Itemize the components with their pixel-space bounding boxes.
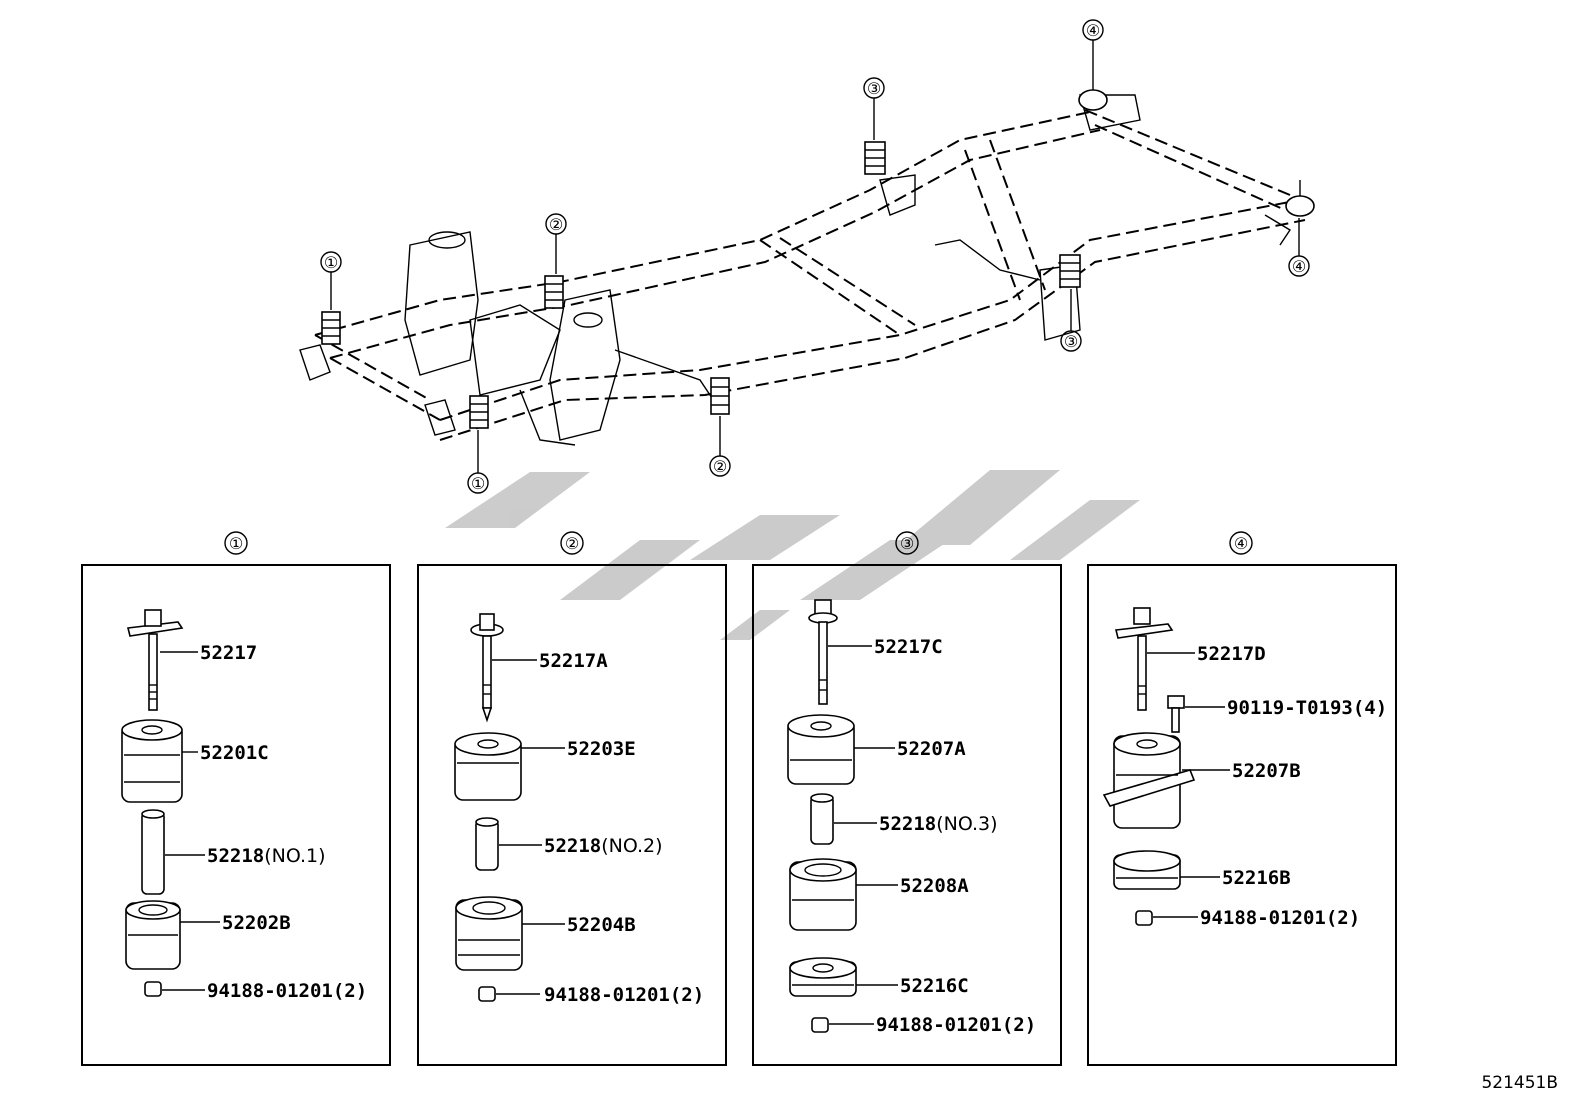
part-label: 52208A: [900, 875, 969, 897]
mount-1a: [321, 311, 341, 345]
part-label: 94188-01201(2): [544, 984, 704, 1006]
part-label: 52216B: [1222, 867, 1291, 889]
part-label: 52218(NO.3): [879, 813, 998, 835]
part-label: 52207B: [1232, 760, 1301, 782]
part-label: 52217D: [1197, 643, 1266, 665]
frame-callout-1a: ①: [324, 253, 338, 272]
group-3-parts: [787, 599, 898, 1033]
mount-4b: [1285, 180, 1315, 217]
part-label: 52207A: [897, 738, 966, 760]
part-label: 52218(NO.2): [544, 835, 663, 857]
group-1-number: ①: [229, 534, 243, 553]
group-2-box: [417, 564, 727, 1066]
part-label: 52217C: [874, 636, 943, 658]
part-label: 52217: [200, 642, 257, 664]
frame-callout-2a: ②: [549, 215, 563, 234]
part-label: 52202B: [222, 912, 291, 934]
group-4-parts: [1102, 607, 1230, 926]
part-label: 52201C: [200, 742, 269, 764]
watermark-logo: [445, 470, 1140, 640]
mount-3b: [1059, 254, 1081, 288]
frame-callout-4a: ④: [1086, 21, 1100, 40]
part-label: 94188-01201(2): [1200, 907, 1360, 929]
mount-4a: [1078, 72, 1108, 111]
frame-callout-4b: ④: [1292, 257, 1306, 276]
frame-callout-3a: ③: [867, 79, 881, 98]
group-2-parts: [454, 613, 565, 1002]
mount-2b: [710, 377, 730, 415]
frame-callout-1b: ①: [471, 474, 485, 493]
part-label: 90119-T0193(4): [1227, 697, 1387, 719]
group-4-box: [1087, 564, 1397, 1066]
frame-callout-2b: ②: [713, 457, 727, 476]
part-label: 52204B: [567, 914, 636, 936]
frame-mounts: [321, 72, 1315, 429]
group-4-number: ④: [1234, 534, 1248, 553]
group-1-parts: [121, 609, 220, 997]
group-1-box: [81, 564, 391, 1066]
part-label: 94188-01201(2): [876, 1014, 1036, 1036]
chassis-frame: [299, 94, 1306, 446]
part-label: 52217A: [539, 650, 608, 672]
group-3-number: ③: [900, 534, 914, 553]
frame-callout-3b: ③: [1064, 332, 1078, 351]
mount-1b: [469, 395, 489, 429]
mount-2a: [544, 275, 564, 309]
mount-3a: [864, 141, 886, 175]
part-label: 52216C: [900, 975, 969, 997]
part-label: 52218(NO.1): [207, 845, 326, 867]
group-2-number: ②: [565, 534, 579, 553]
figure-code: 521451B: [1481, 1073, 1558, 1093]
part-label: 52203E: [567, 738, 636, 760]
group-3-box: [752, 564, 1062, 1066]
part-label: 94188-01201(2): [207, 980, 367, 1002]
frame-callouts: ① ① ② ② ③ ③ ④ ④: [320, 19, 1310, 494]
